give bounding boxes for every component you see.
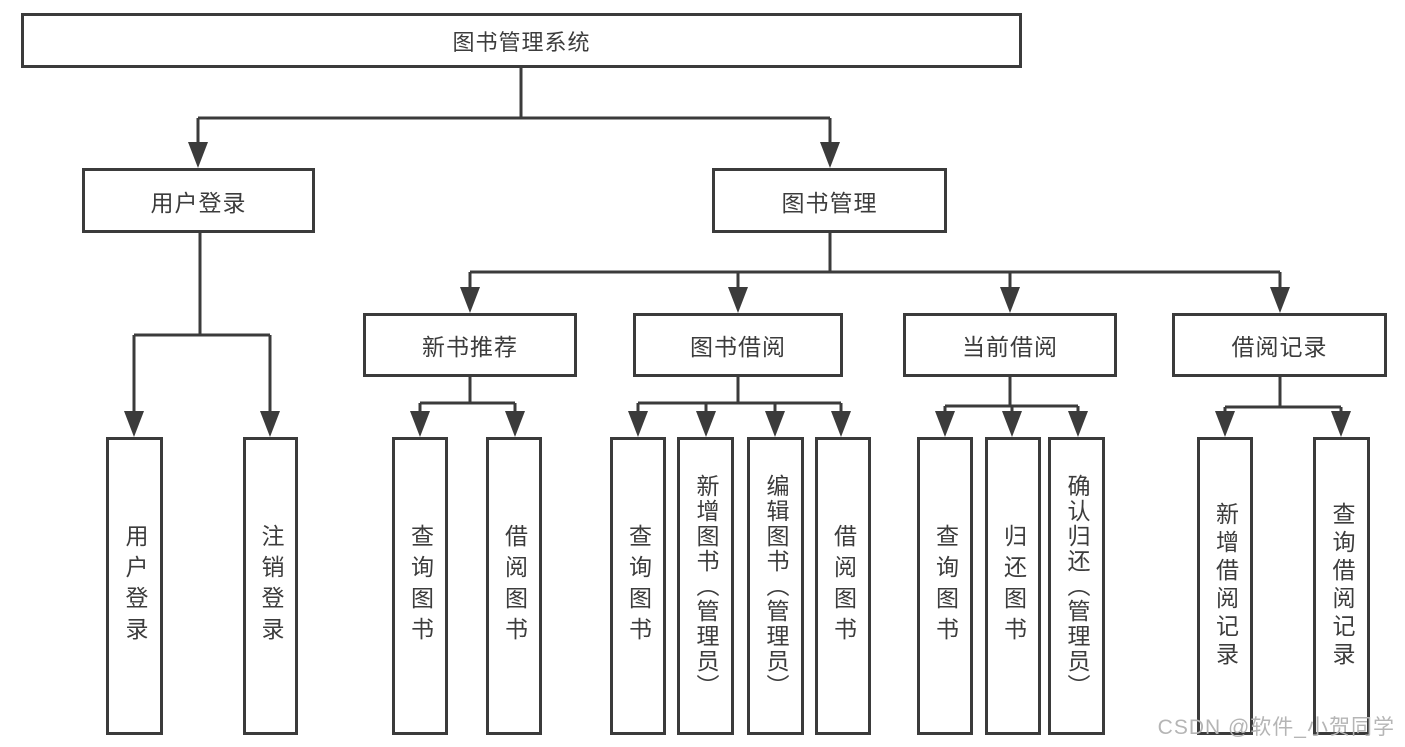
- arrow-down-icon: [505, 411, 525, 437]
- leaf-logout: 注销登录: [243, 437, 298, 735]
- arrow-down-icon: [124, 411, 144, 437]
- node-new-book-recommendation: 新书推荐: [363, 313, 577, 377]
- arrow-down-icon: [628, 411, 648, 437]
- leaf-add-book-admin: 新增图书（管理员）: [677, 437, 734, 735]
- node-user-login: 用户登录: [82, 168, 315, 233]
- leaf-edit-book-admin: 编辑图书（管理员）: [747, 437, 804, 735]
- arrow-down-icon: [765, 411, 785, 437]
- arrow-down-icon: [696, 411, 716, 437]
- arrow-down-icon: [1068, 411, 1088, 437]
- arrow-down-icon: [1002, 411, 1022, 437]
- arrow-down-icon: [1215, 411, 1235, 437]
- leaf-query-borrow-record: 查询借阅记录: [1313, 437, 1370, 735]
- leaf-borrow-books-borrowing: 借阅图书: [815, 437, 871, 735]
- arrow-down-icon: [1270, 287, 1290, 313]
- node-book-borrowing: 图书借阅: [633, 313, 843, 377]
- arrow-down-icon: [460, 287, 480, 313]
- leaf-return-books: 归还图书: [985, 437, 1041, 735]
- arrow-down-icon: [1331, 411, 1351, 437]
- leaf-query-books-recommend: 查询图书: [392, 437, 448, 735]
- arrow-down-icon: [410, 411, 430, 437]
- arrow-down-icon: [728, 287, 748, 313]
- arrow-down-icon: [1000, 287, 1020, 313]
- arrow-down-icon: [260, 411, 280, 437]
- node-borrowing-records: 借阅记录: [1172, 313, 1387, 377]
- leaf-query-books-current: 查询图书: [917, 437, 973, 735]
- leaf-query-books-borrowing: 查询图书: [610, 437, 666, 735]
- arrow-down-icon: [188, 142, 208, 168]
- leaf-confirm-return-admin: 确认归还（管理员）: [1048, 437, 1105, 735]
- node-book-management: 图书管理: [712, 168, 947, 233]
- leaf-borrow-books-recommend: 借阅图书: [486, 437, 542, 735]
- node-current-borrowing: 当前借阅: [903, 313, 1117, 377]
- node-root: 图书管理系统: [21, 13, 1022, 68]
- arrow-down-icon: [820, 142, 840, 168]
- arrow-down-icon: [831, 411, 851, 437]
- csdn-watermark: CSDN @软件_小贺同学: [1157, 716, 1395, 739]
- arrow-down-icon: [935, 411, 955, 437]
- leaf-add-borrow-record: 新增借阅记录: [1197, 437, 1253, 735]
- leaf-user-login: 用户登录: [106, 437, 163, 735]
